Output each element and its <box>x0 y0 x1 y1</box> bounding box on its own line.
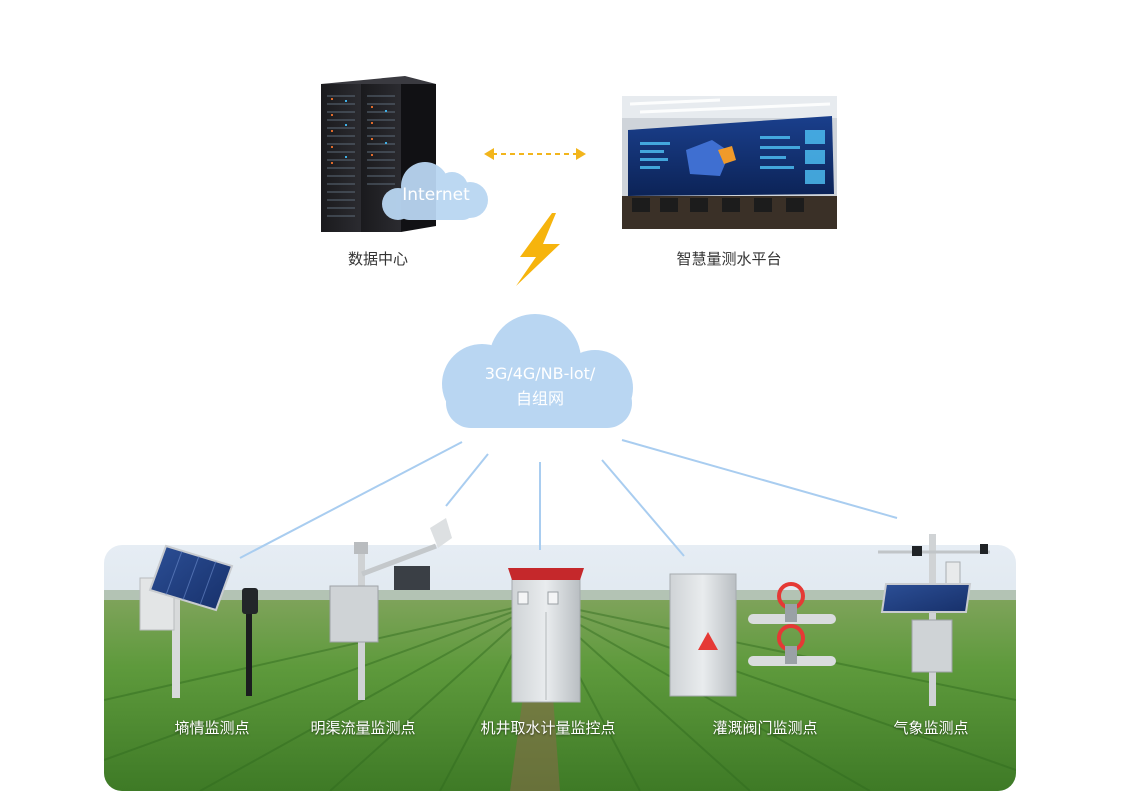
valve-station-icon <box>669 573 836 697</box>
link-lines <box>239 439 898 559</box>
soil-station-icon <box>139 544 258 698</box>
sync-arrow-icon <box>484 148 586 160</box>
station-label-soil: 墒情监测点 <box>174 719 250 737</box>
network-cloud-icon <box>442 314 633 428</box>
weather-station-icon <box>878 534 990 706</box>
channel-station-icon <box>329 518 452 700</box>
lightning-icon <box>516 213 560 286</box>
link-line-weather <box>621 439 898 519</box>
internet-cloud-icon <box>382 162 488 220</box>
data-center-label: 数据中心 <box>347 250 408 268</box>
control-room-image <box>622 96 837 229</box>
internet-label: Internet <box>402 185 470 205</box>
station-label-weather: 气象监测点 <box>893 719 969 737</box>
link-line-soil <box>239 441 463 559</box>
network-label-line2: 自组网 <box>515 389 564 408</box>
well-station-icon <box>508 568 584 703</box>
station-label-valve: 灌溉阀门监测点 <box>712 719 818 737</box>
station-label-channel: 明渠流量监测点 <box>310 719 416 737</box>
station-label-well: 机井取水计量监控点 <box>480 719 616 737</box>
link-line-valve <box>601 459 685 557</box>
link-line-channel <box>445 453 489 507</box>
platform-label: 智慧量测水平台 <box>676 250 782 268</box>
network-label-line1: 3G/4G/NB-lot/ <box>484 364 596 383</box>
